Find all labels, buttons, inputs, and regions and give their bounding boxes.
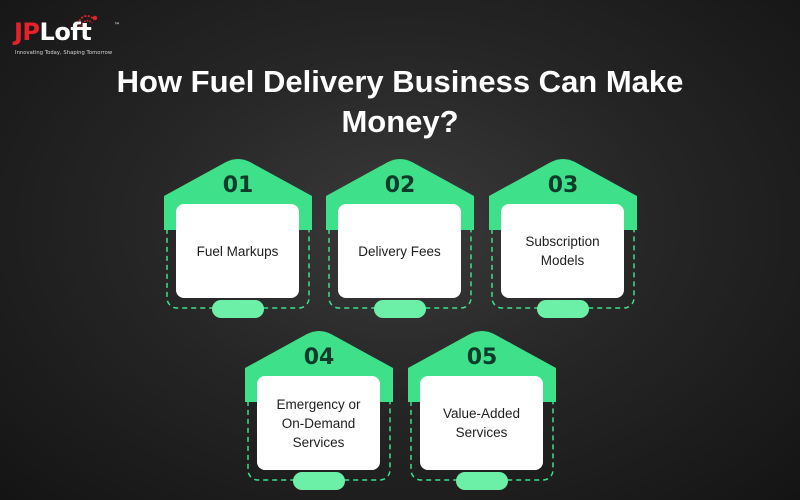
item-label: Delivery Fees — [358, 243, 441, 259]
revenue-item-4: 04 Emergency or On-Demand Services — [245, 330, 393, 494]
page-title: How Fuel Delivery Business Can Make Mone… — [116, 64, 684, 139]
item-green-tab — [537, 300, 589, 318]
item-card: Fuel Markups — [176, 204, 299, 298]
revenue-item-3: 03 Subscription Models — [489, 158, 637, 322]
revenue-item-2: 02 Delivery Fees — [326, 158, 474, 322]
item-green-tab — [212, 300, 264, 318]
item-green-tab — [456, 472, 508, 490]
logo-trademark: ™ — [114, 22, 120, 29]
item-card: Delivery Fees — [338, 204, 461, 298]
item-number: 03 — [547, 173, 579, 198]
item-card: Value-Added Services — [420, 376, 543, 470]
logo-signal-icon — [78, 15, 98, 30]
item-card: Emergency or On-Demand Services — [257, 376, 380, 470]
logo-wordmark: JPLoft — [14, 18, 92, 46]
item-number: 02 — [384, 173, 416, 198]
item-number: 05 — [466, 345, 498, 370]
item-label: Value-Added Services — [442, 406, 521, 440]
item-green-tab — [293, 472, 345, 490]
logo-tagline: Innovating Today, Shaping Tomorrow — [15, 50, 113, 56]
revenue-item-1: 01 Fuel Markups — [164, 158, 312, 322]
jploft-logo: JPLoft ™ Innovating Today, Shaping Tomor… — [14, 15, 124, 62]
item-number: 04 — [303, 345, 335, 370]
logo-jp-text: JP — [14, 18, 40, 46]
revenue-item-5: 05 Value-Added Services — [408, 330, 556, 494]
item-label: Emergency or On-Demand Services — [276, 396, 361, 450]
logo-loft-text: Loft — [39, 18, 92, 46]
item-green-tab — [374, 300, 426, 318]
item-label: Fuel Markups — [196, 243, 279, 259]
item-number: 01 — [222, 173, 254, 198]
item-label: Subscription Models — [525, 234, 600, 268]
item-card: Subscription Models — [501, 204, 624, 298]
